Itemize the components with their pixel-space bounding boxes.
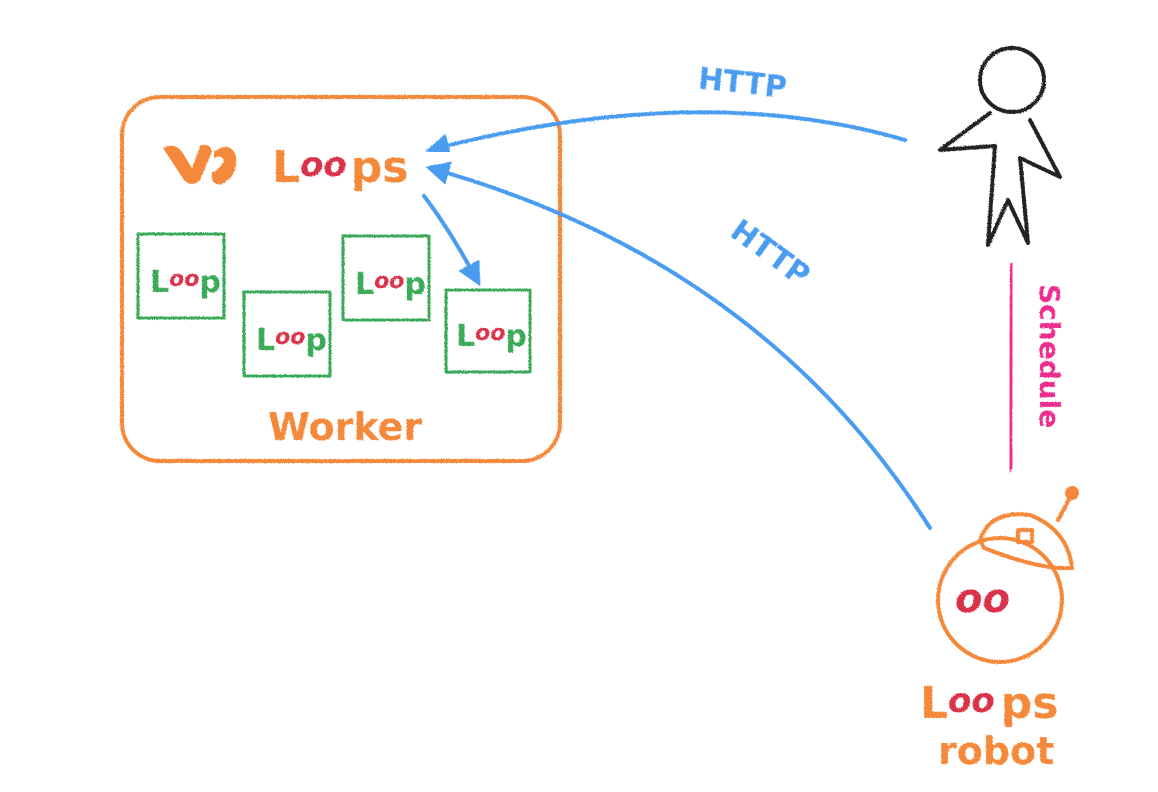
- robot-to-loops-label: HTTP: [724, 213, 816, 293]
- robot-face: oo: [955, 576, 1010, 622]
- user-to-loops-arrow: [425, 110, 907, 157]
- v-logo-icon: [163, 144, 237, 185]
- dispatch-arrow: [422, 194, 481, 287]
- svg-text:Loop: Loop: [355, 267, 426, 302]
- loop-box: Loop: [341, 234, 431, 322]
- svg-text:Loop: Loop: [456, 319, 527, 354]
- user-to-robot-label: Schedule: [1033, 284, 1066, 428]
- worker-label: Worker: [268, 405, 422, 449]
- person-icon: [938, 46, 1062, 247]
- robot-to-loops-arrow: [425, 161, 932, 530]
- loops-title-oo: oo: [300, 145, 347, 185]
- loop-box: Loop: [136, 232, 226, 320]
- svg-text:Loop: Loop: [150, 265, 221, 300]
- worker-box: [120, 95, 562, 463]
- loop-box: Loop: [242, 290, 332, 378]
- loop-box-target: Loop: [444, 288, 532, 374]
- loops-title-prefix: L: [272, 142, 300, 193]
- loops-title-suffix: ps: [351, 142, 409, 193]
- user-to-loops-label: HTTP: [696, 62, 788, 106]
- user-to-robot-arrow: [998, 263, 1023, 473]
- loops-title: Loops: [272, 142, 408, 193]
- robot-subtitle: robot: [938, 729, 1054, 773]
- worker-node: Loops Loop Loop Loop Loop Worker: [120, 95, 562, 463]
- robot-icon: [936, 486, 1079, 664]
- svg-text:Loop: Loop: [256, 323, 327, 358]
